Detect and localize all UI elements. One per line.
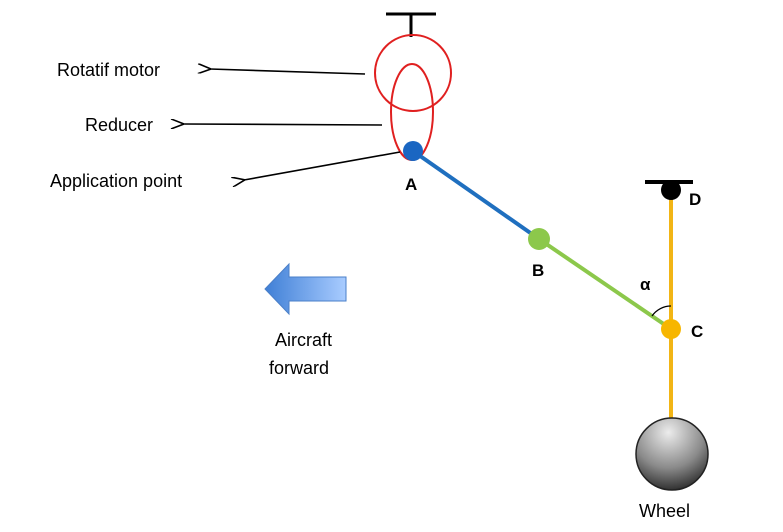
application-point-label: Application point	[50, 171, 182, 191]
motor-callout-arrow	[210, 69, 366, 75]
angle-arc	[651, 305, 672, 317]
point-a-label: A	[405, 175, 417, 194]
point-c-dot	[661, 319, 681, 339]
link-ab	[411, 149, 541, 241]
wheel-icon	[635, 417, 709, 491]
point-a-dot	[403, 141, 423, 161]
link-bc	[537, 237, 673, 331]
aircraft-forward-label-line2: forward	[269, 358, 329, 378]
reducer-label: Reducer	[85, 115, 153, 135]
point-c-label: C	[691, 322, 703, 341]
angle-label: α	[640, 275, 651, 294]
left-arrow-icon	[264, 262, 347, 316]
point-d-dot	[661, 180, 681, 200]
reducer-callout-arrow	[183, 124, 383, 125]
wheel-label: Wheel	[639, 501, 690, 521]
application-point-callout-arrow	[244, 151, 401, 180]
motor-icon	[374, 34, 452, 112]
aircraft-forward-label-line1: Aircraft	[275, 330, 332, 350]
motor-label: Rotatif motor	[57, 60, 160, 80]
motor-mount	[386, 12, 436, 37]
point-d-label: D	[689, 190, 701, 209]
point-b-dot	[528, 228, 550, 250]
point-b-label: B	[532, 261, 544, 280]
